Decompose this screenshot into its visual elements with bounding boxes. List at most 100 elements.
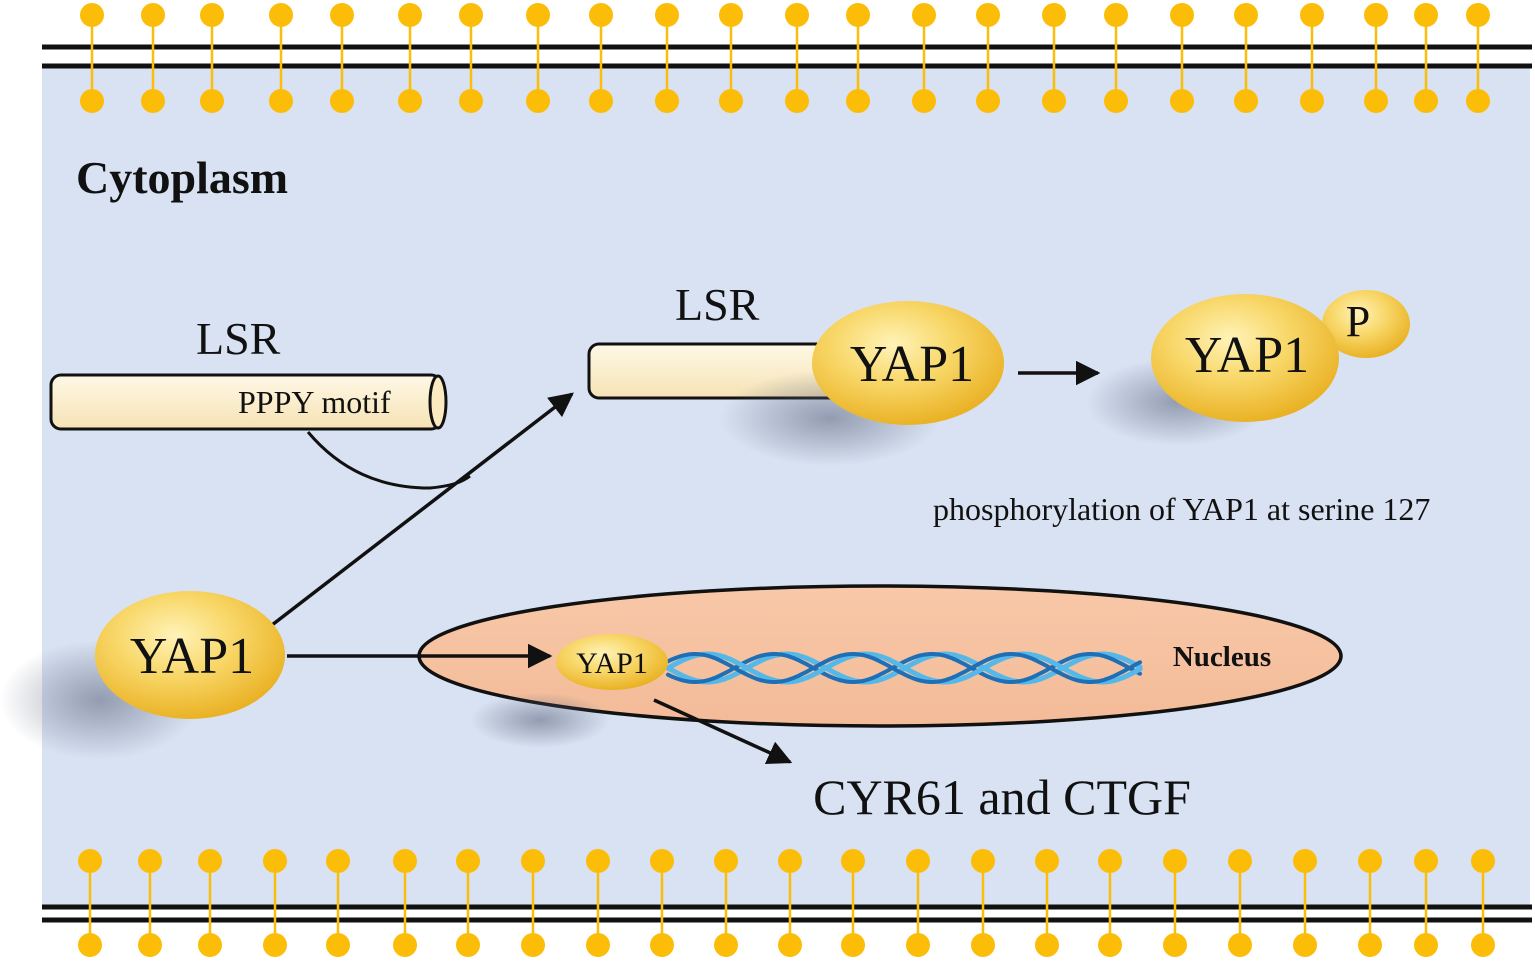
yap1-free-label: YAP1 [130,628,254,685]
lipid-head [330,3,354,27]
lipid-head [655,3,679,27]
lipid-head [655,89,679,113]
dna-strand [665,651,1143,685]
lipid-head [778,933,802,957]
lipid-head [1098,933,1122,957]
lipid-head [1098,849,1122,873]
lipid-head [141,89,165,113]
lipid-head [971,849,995,873]
lipid-head [1300,89,1324,113]
lipid-head [1035,933,1059,957]
lipid-head [589,89,613,113]
lipid-head [526,3,550,27]
yap1-bound [812,301,1004,425]
lipid-head [778,849,802,873]
lipid-head [1471,849,1495,873]
lsr-free-label: LSR [196,313,281,364]
phospho-p-label: P [1346,297,1370,346]
membrane-bottom [42,849,1532,957]
lipid-head [393,849,417,873]
dna-strand [666,652,1142,684]
lipid-head [589,3,613,27]
yap1-phos [1151,294,1339,422]
lipid-head [200,3,224,27]
lipid-head [263,933,287,957]
lipid-head [78,933,102,957]
lipid-head [1042,89,1066,113]
lipid-head [200,89,224,113]
lipid-head [80,3,104,27]
lipid-head [785,89,809,113]
lipid-head [586,849,610,873]
lipid-head [1228,849,1252,873]
phosphorylation-note: phosphorylation of YAP1 at serine 127 [933,491,1430,527]
cytoplasm-label: Cytoplasm [76,152,288,203]
lipid-head [1358,933,1382,957]
lipid-head [1170,89,1194,113]
lipid-head [269,89,293,113]
lipid-head [1414,89,1438,113]
lipid-head [138,849,162,873]
lipid-head [1300,3,1324,27]
lipid-head [526,89,550,113]
lipid-head [1293,849,1317,873]
membrane-top [42,3,1532,113]
lipid-head [326,849,350,873]
lipid-head [906,933,930,957]
lipid-head [1104,3,1128,27]
lipid-head [456,849,480,873]
lipid-head [1414,849,1438,873]
transcription-arrow [653,698,793,764]
pppy-motif-label: PPPY motif [238,384,391,420]
lipid-head [714,849,738,873]
lipid-head [78,849,102,873]
phospho-p-circle [1322,290,1410,358]
lipid-head [459,89,483,113]
target-genes-label: CYR61 and CTGF [813,769,1191,825]
lipid-head [1234,3,1258,27]
lipid-head [650,849,674,873]
lipid-head [326,933,350,957]
lipid-head [1358,849,1382,873]
lipid-head [138,933,162,957]
lipid-head [80,89,104,113]
lipid-head [393,933,417,957]
lipid-head [198,933,222,957]
lipid-head [586,933,610,957]
lipid-head [1163,849,1187,873]
lipid-head [1414,933,1438,957]
lipid-head [1234,89,1258,113]
lipid-head [269,3,293,27]
lipid-head [976,3,1000,27]
lipid-head [1471,933,1495,957]
lipid-head [906,849,930,873]
yap1-bound-label: YAP1 [850,336,974,393]
lipid-head [459,3,483,27]
lipid-head [1466,3,1490,27]
lsr-free-rod [49,373,448,431]
lipid-head [719,3,743,27]
lipid-head [1042,3,1066,27]
lipid-head [1170,3,1194,27]
yap1-free [95,591,285,719]
lipid-head [841,849,865,873]
lipid-head [521,933,545,957]
lipid-head [714,933,738,957]
lipid-head [846,3,870,27]
lipid-head [971,933,995,957]
lipid-head [912,3,936,27]
nucleus-label: Nucleus [1173,641,1271,673]
lipid-head [1466,89,1490,113]
lipid-head [398,89,422,113]
lipid-head [1163,933,1187,957]
lipid-head [841,933,865,957]
lipid-head [1364,89,1388,113]
dna-helix [665,651,1143,685]
lipid-head [456,933,480,957]
binding-arrow [270,392,574,627]
lipid-head [330,89,354,113]
yap1-nuclear-label: YAP1 [576,647,648,680]
lipid-head [1228,933,1252,957]
